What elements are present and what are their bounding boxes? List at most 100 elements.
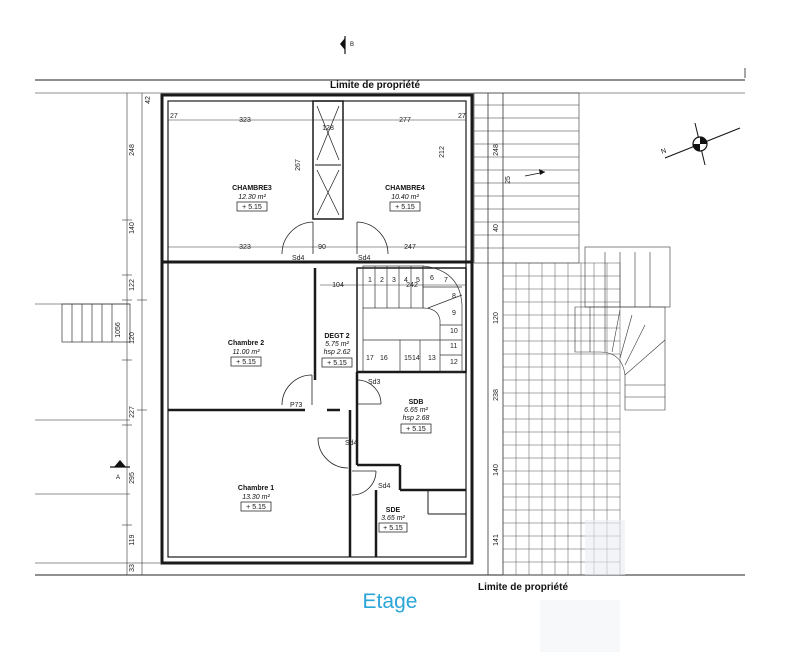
dim-right-120: 120 <box>493 312 500 324</box>
room-name: CHAMBRE4 <box>385 185 425 192</box>
door-label-4: Sd3 <box>368 379 381 386</box>
door-label-6: Sd4 <box>378 483 391 490</box>
dim-left-248: 248 <box>129 144 136 156</box>
dim-27-right: 27 <box>458 113 466 120</box>
dim-277: 277 <box>399 117 411 124</box>
room-name: DEGT 2 <box>324 333 349 340</box>
room-name: CHAMBRE3 <box>232 185 272 192</box>
stair-number: 4 <box>404 277 408 284</box>
dim-right-238: 238 <box>493 389 500 401</box>
section-mark-a-label: A <box>116 475 120 481</box>
stair-number: 8 <box>452 293 456 300</box>
door-label-5: Sd4 <box>345 440 358 447</box>
property-lines <box>35 68 746 576</box>
dim-128: 128 <box>322 125 334 132</box>
dim-right-141: 141 <box>493 534 500 546</box>
door-label-3: P73 <box>290 402 303 409</box>
right-terrace-stair <box>473 92 580 575</box>
dim-left-120: 120 <box>129 332 136 344</box>
room-area: 12.30 m² <box>238 194 266 201</box>
dim-90: 90 <box>318 244 326 251</box>
dim-right-40: 40 <box>493 224 500 232</box>
dim-right-140: 140 <box>493 464 500 476</box>
north-arrow-icon: N <box>660 122 741 166</box>
room-area: 11.00 m² <box>232 349 260 356</box>
dim-right-248: 248 <box>493 144 500 156</box>
stair-number: 6 <box>430 275 434 282</box>
room-area: 3.65 m² <box>381 515 405 522</box>
stair-number: 1 <box>368 277 372 284</box>
room-degt-2: DEGT 2 5.75 m² hsp 2.62 + 5.15 <box>321 333 353 368</box>
room-chambre-2: Chambre 2 11.00 m² + 5.15 <box>228 340 264 367</box>
dim-27-left: 27 <box>170 113 178 120</box>
room-area: 6.65 m² <box>404 407 428 414</box>
section-marker-a: A <box>110 460 130 481</box>
room-level: + 5.15 <box>406 426 426 433</box>
stair-number: 15 <box>404 355 412 362</box>
room-name: Chambre 1 <box>238 485 274 492</box>
dim-left-227: 227 <box>129 406 136 418</box>
stair-number: 9 <box>452 310 456 317</box>
dim-212: 212 <box>439 146 446 158</box>
section-marker-b: B <box>340 36 354 54</box>
stair-number: 12 <box>450 359 458 366</box>
room-area: 10.40 m² <box>391 194 419 201</box>
room-chambre4: CHAMBRE4 10.40 m² + 5.15 <box>385 185 425 212</box>
dim-left-122: 122 <box>129 279 136 291</box>
left-exterior-stair <box>61 303 131 343</box>
room-level: + 5.15 <box>395 204 415 211</box>
stair-number: 5 <box>416 277 420 284</box>
left-dimension-lines <box>122 93 147 575</box>
north-label: N <box>660 148 667 156</box>
dim-104: 104 <box>332 282 344 289</box>
room-sde: SDE 3.65 m² + 5.15 <box>378 507 408 533</box>
room-area: 5.75 m² <box>325 341 349 348</box>
room-name: Chambre 2 <box>228 340 264 347</box>
room-hsp: hsp 2.62 <box>324 349 351 356</box>
room-name: SDE <box>386 507 401 514</box>
room-area: 13.30 m² <box>242 494 270 501</box>
top-dimension-lines <box>168 119 466 286</box>
room-name: SDB <box>409 399 424 406</box>
room-level: + 5.15 <box>236 359 256 366</box>
dim-242: 242 <box>406 282 418 289</box>
door-label-2: Sd4 <box>358 255 371 262</box>
room-level: + 5.15 <box>246 504 266 511</box>
building-walls <box>160 93 474 565</box>
watermark <box>540 520 625 652</box>
room-hsp: hsp 2.68 <box>403 415 430 422</box>
room-level: + 5.15 <box>327 360 347 367</box>
dim-left-295: 295 <box>129 472 136 484</box>
section-mark-b-label: B <box>350 42 354 48</box>
dim-247: 247 <box>404 244 416 251</box>
stair-number: 14 <box>412 355 420 362</box>
dim-267: 267 <box>295 159 302 171</box>
stair-number: 2 <box>380 277 384 284</box>
dim-left-33: 33 <box>129 564 136 572</box>
stair-number: 7 <box>444 277 448 284</box>
dim-left-140: 140 <box>129 222 136 234</box>
property-line-top-label: Limite de propriété <box>330 80 420 91</box>
dim-left-1056: 1056 <box>115 322 122 338</box>
property-line-bottom-label: Limite de propriété <box>478 582 568 593</box>
door-label-1: Sd4 <box>292 255 305 262</box>
room-level: + 5.15 <box>383 525 403 532</box>
right-arrow-icon <box>524 169 546 177</box>
stair-numbers: 1 2 3 4 5 6 7 8 9 10 11 12 13 14 15 16 1… <box>366 275 458 366</box>
stair-number: 17 <box>366 355 374 362</box>
doors <box>281 221 389 496</box>
room-level: + 5.15 <box>242 204 262 211</box>
floor-caption: Etage <box>362 590 418 613</box>
stair-number: 13 <box>428 355 436 362</box>
room-sdb: SDB 6.65 m² hsp 2.68 + 5.15 <box>400 399 432 434</box>
room-chambre-1: Chambre 1 13.30 m² + 5.15 <box>238 485 274 512</box>
stair-number: 11 <box>450 343 457 350</box>
stair-number: 16 <box>380 355 388 362</box>
dim-left-42: 42 <box>145 96 152 104</box>
stair-number: 3 <box>392 277 396 284</box>
dim-323-mid: 323 <box>239 244 251 251</box>
stair-number: 10 <box>450 328 458 335</box>
internal-stair <box>362 265 463 373</box>
dim-left-119: 119 <box>129 534 136 545</box>
